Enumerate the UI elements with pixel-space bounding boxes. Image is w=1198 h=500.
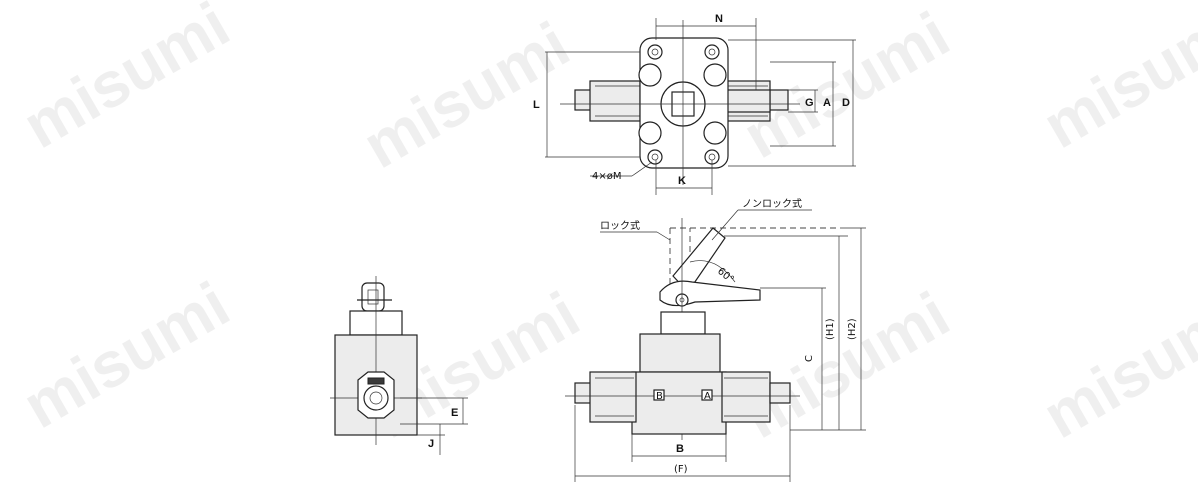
dim-label-H1: (H1) [825,318,836,340]
top-view: N L G A D K 4×øM [533,13,856,195]
watermark: misumi [11,0,241,162]
side-port [363,385,389,411]
label-lock: ロック式 [600,219,640,232]
watermark: misumi [11,268,241,442]
dim-label-B: B [676,443,684,455]
dim-label-M: 4×øM [592,171,622,182]
side-handle-top [361,282,385,312]
mount-hole [704,44,720,60]
bolt-head [703,63,727,87]
lever [659,280,761,307]
label-angle: 60° [715,266,736,286]
mount-hole [647,149,663,165]
dim-label-C: C [804,355,815,362]
dim-label-D: D [842,97,850,109]
right-tube-stub [769,382,791,404]
port-b-badge [653,389,665,401]
dim-label-E: E [451,407,458,419]
dim-label-L: L [533,99,540,111]
main-body [631,371,727,435]
bolt-head [638,63,662,87]
bolt-head [703,121,727,145]
left-tube-fitting [589,371,637,423]
port-a-badge [701,389,713,401]
dim-label-J: J [428,438,434,450]
watermark: misumi [351,8,581,182]
stem-block [660,311,706,335]
label-nonlock: ノンロック式 [742,197,802,210]
dim-label-N: N [715,13,723,25]
left-fitting [589,80,641,122]
dim-label-K: K [678,175,686,187]
side-port-marker [367,377,385,385]
dim-label-F: (F) [674,464,688,475]
dim-label-H2: (H2) [847,318,858,340]
port-a-label: A [704,391,711,402]
mount-hole [647,44,663,60]
upper-body [639,333,721,373]
front-view: B A ノンロック式 ロック式 60° C (H1) (H2) B (F) [565,197,866,482]
watermark: misumi [731,278,961,452]
right-inner-body [724,89,771,113]
dim-label-G: G [805,97,814,109]
bolt-head [638,121,662,145]
right-tube-fitting [721,371,771,423]
side-view: E J [330,276,468,455]
right-fitting-stub [769,89,789,111]
watermark: misumi [1031,278,1198,452]
port-b-label: B [656,391,663,402]
watermark: misumi [1031,0,1198,162]
dim-label-A: A [823,97,831,109]
